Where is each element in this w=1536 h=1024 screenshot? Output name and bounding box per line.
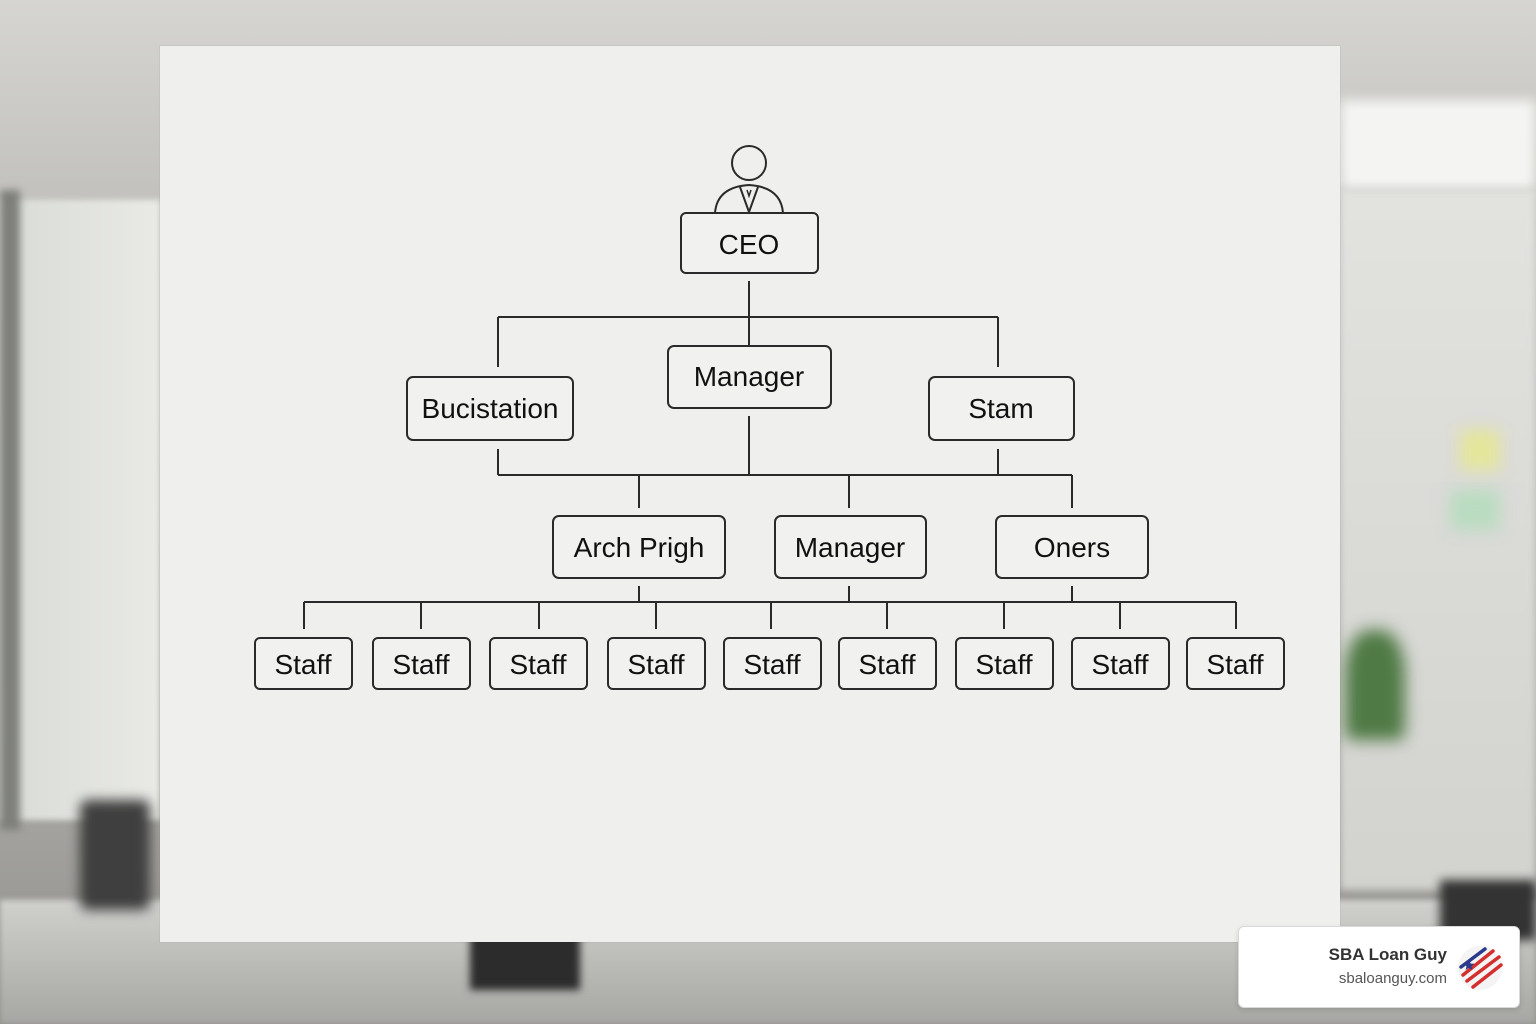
node-staff: Staff (607, 637, 706, 690)
node-ceo-label: CEO (719, 229, 780, 260)
node-level3-manager: Manager (774, 515, 927, 579)
node-level3-arch-prigh: Arch Prigh (552, 515, 726, 579)
node-level3-label: Manager (795, 532, 906, 563)
node-staff: Staff (372, 637, 471, 690)
node-level2-label: Manager (694, 361, 805, 392)
brand-url[interactable]: sbaloanguy.com (1338, 970, 1447, 987)
node-staff-label: Staff (975, 649, 1032, 680)
node-staff-label: Staff (743, 649, 800, 680)
node-staff: Staff (838, 637, 937, 690)
node-staff-label: Staff (509, 649, 566, 680)
brand-watermark[interactable]: SBA Loan Guy sbaloanguy.com (1238, 926, 1520, 1008)
node-level2-manager: Manager (667, 345, 832, 409)
node-staff: Staff (1186, 637, 1285, 690)
staff-row: Staff Staff Staff Staff Staff Staff Staf… (254, 637, 1285, 690)
node-level3-label: Oners (1034, 532, 1110, 563)
node-staff: Staff (955, 637, 1054, 690)
node-staff: Staff (254, 637, 353, 690)
node-staff-label: Staff (392, 649, 449, 680)
person-icon (714, 145, 784, 215)
node-staff: Staff (1071, 637, 1170, 690)
node-level3-oners: Oners (995, 515, 1149, 579)
node-staff: Staff (723, 637, 822, 690)
node-staff-label: Staff (627, 649, 684, 680)
node-level2-label: Bucistation (422, 393, 559, 424)
node-staff-label: Staff (1206, 649, 1263, 680)
brand-name: SBA Loan Guy (1328, 945, 1447, 964)
connector-lines (303, 281, 1237, 629)
node-staff: Staff (489, 637, 588, 690)
node-level2-stam: Stam (928, 376, 1075, 441)
node-staff-label: Staff (274, 649, 331, 680)
flag-icon (1458, 946, 1503, 990)
node-level2-label: Stam (968, 393, 1033, 424)
node-ceo: CEO (680, 212, 819, 274)
node-level2-bucistation: Bucistation (406, 376, 574, 441)
node-staff-label: Staff (1091, 649, 1148, 680)
node-level3-label: Arch Prigh (574, 532, 705, 563)
node-staff-label: Staff (858, 649, 915, 680)
